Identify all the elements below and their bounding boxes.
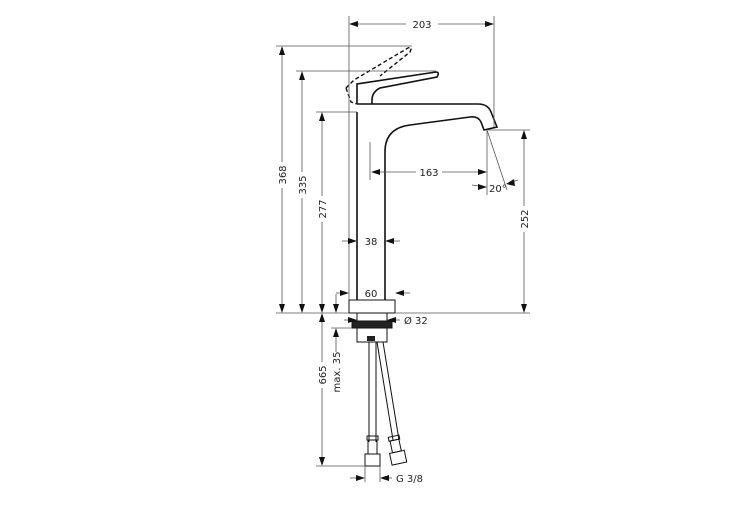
- svg-text:203: 203: [412, 20, 431, 31]
- dim-335: 335: [296, 70, 436, 313]
- svg-text:20°: 20°: [489, 184, 507, 195]
- faucet-outline: [345, 46, 499, 467]
- dim-277: 277: [316, 111, 357, 313]
- svg-text:368: 368: [278, 165, 289, 184]
- dim-angle-20: 20°: [471, 129, 519, 195]
- dim-g-3-8: G 3/8: [350, 466, 423, 485]
- dim-60: 60: [336, 289, 410, 300]
- dim-665: 665: [316, 313, 365, 467]
- dim-252: 252: [395, 129, 531, 314]
- svg-text:277: 277: [318, 199, 329, 218]
- dim-base-tick: [333, 294, 339, 313]
- svg-text:335: 335: [298, 175, 309, 194]
- svg-text:G 3/8: G 3/8: [396, 474, 423, 485]
- dim-38: 38: [342, 237, 400, 248]
- svg-text:665: 665: [318, 365, 329, 384]
- dim-diameter-32: Ø 32: [344, 315, 428, 327]
- svg-text:163: 163: [419, 168, 438, 179]
- svg-text:60: 60: [365, 289, 378, 300]
- dim-max-35: max. 35: [331, 327, 352, 393]
- svg-text:Ø 32: Ø 32: [404, 315, 428, 327]
- dim-203: 203: [348, 16, 495, 300]
- svg-text:38: 38: [365, 237, 378, 248]
- svg-text:max. 35: max. 35: [332, 352, 343, 393]
- dim-368: 368: [276, 45, 412, 314]
- svg-text:252: 252: [520, 209, 531, 228]
- dim-163: 163: [369, 142, 487, 180]
